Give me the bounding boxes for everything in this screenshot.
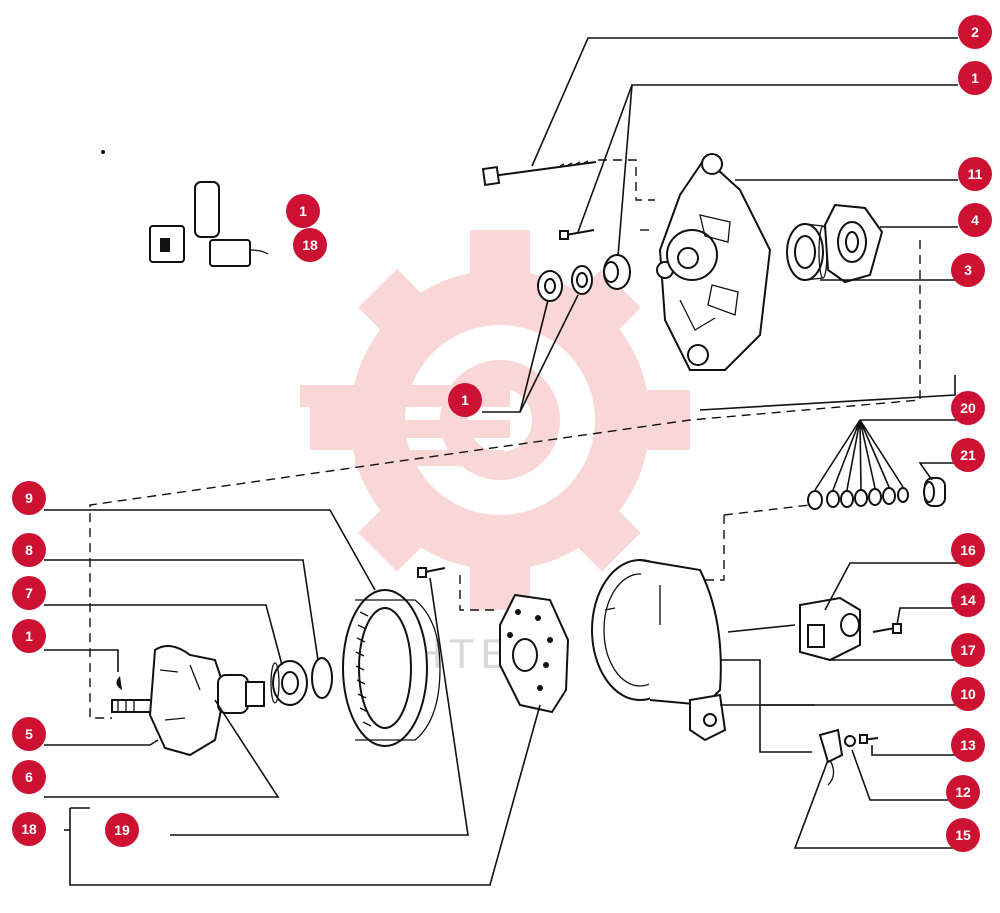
svg-text:9: 9 bbox=[25, 490, 33, 506]
drive-end-housing bbox=[656, 153, 772, 371]
brush-holder-inset bbox=[101, 150, 269, 267]
svg-text:1: 1 bbox=[25, 628, 33, 644]
callout-8: 8 bbox=[12, 533, 46, 567]
svg-text:17: 17 bbox=[960, 642, 976, 658]
svg-text:1: 1 bbox=[971, 70, 979, 86]
callout-7: 7 bbox=[12, 576, 46, 610]
svg-text:12: 12 bbox=[955, 784, 971, 800]
bearing-retainer-plate bbox=[823, 203, 884, 284]
slip-ring-bearing bbox=[270, 660, 308, 706]
capacitor-screw bbox=[859, 734, 879, 744]
svg-text:10: 10 bbox=[960, 686, 976, 702]
svg-text:5: 5 bbox=[25, 726, 33, 742]
callout-1-inset: 1 bbox=[286, 194, 320, 228]
svg-text:18: 18 bbox=[302, 237, 318, 253]
svg-text:18: 18 bbox=[21, 821, 37, 837]
svg-text:13: 13 bbox=[960, 737, 976, 753]
callout-18-inset: 18 bbox=[293, 228, 327, 262]
callout-6: 6 bbox=[12, 760, 46, 794]
callout-1-mid: 1 bbox=[448, 383, 482, 417]
svg-text:3: 3 bbox=[964, 262, 972, 278]
callout-21: 21 bbox=[951, 438, 985, 472]
callout-1-left: 1 bbox=[12, 619, 46, 653]
svg-text:14: 14 bbox=[960, 592, 976, 608]
callout-18-bottom: 18 bbox=[12, 812, 46, 846]
terminal-cap bbox=[923, 477, 946, 507]
svg-text:21: 21 bbox=[960, 447, 976, 463]
callout-16: 16 bbox=[951, 533, 985, 567]
stator bbox=[342, 589, 441, 747]
callout-15: 15 bbox=[946, 818, 980, 852]
callout-19: 19 bbox=[105, 813, 139, 847]
slip-ring-end-housing bbox=[591, 559, 727, 742]
regulator-screw bbox=[872, 623, 902, 634]
spacer-ring bbox=[603, 254, 631, 290]
callout-12: 12 bbox=[946, 775, 980, 809]
svg-text:8: 8 bbox=[25, 542, 33, 558]
svg-text:1: 1 bbox=[461, 392, 469, 408]
capacitor-washer bbox=[844, 735, 856, 747]
svg-text:6: 6 bbox=[25, 769, 33, 785]
callout-10: 10 bbox=[951, 677, 985, 711]
callout-5: 5 bbox=[12, 717, 46, 751]
svg-text:15: 15 bbox=[955, 827, 971, 843]
svg-text:11: 11 bbox=[968, 166, 983, 182]
assembly-lines bbox=[89, 159, 921, 719]
svg-text:4: 4 bbox=[971, 212, 979, 228]
callout-11: 11 bbox=[958, 157, 992, 191]
rectifier-plate bbox=[499, 593, 570, 714]
callout-17: 17 bbox=[951, 633, 985, 667]
gear-logo-watermark bbox=[300, 230, 690, 610]
callout-13: 13 bbox=[951, 728, 985, 762]
pulley-nut bbox=[537, 270, 563, 302]
svg-text:20: 20 bbox=[960, 400, 976, 416]
lock-washer bbox=[571, 265, 593, 295]
drive-end-bearing bbox=[786, 223, 828, 281]
screw-small-top bbox=[559, 229, 595, 240]
voltage-regulator bbox=[799, 596, 861, 662]
stator-screw bbox=[417, 567, 446, 578]
seal-kit bbox=[807, 487, 909, 510]
o-ring bbox=[311, 657, 333, 699]
callout-9: 9 bbox=[12, 481, 46, 515]
callout-3: 3 bbox=[951, 253, 985, 287]
svg-text:16: 16 bbox=[960, 542, 976, 558]
svg-text:19: 19 bbox=[114, 822, 130, 838]
through-bolt bbox=[481, 160, 597, 187]
callout-20: 20 bbox=[951, 391, 985, 425]
callout-14: 14 bbox=[951, 583, 985, 617]
leader-lines bbox=[44, 37, 958, 886]
callout-1-top: 1 bbox=[958, 61, 992, 95]
rotor bbox=[111, 645, 265, 757]
svg-text:1: 1 bbox=[299, 203, 307, 219]
svg-text:7: 7 bbox=[25, 585, 33, 601]
callout-2-top: 2 bbox=[958, 15, 992, 49]
suppression-capacitor bbox=[818, 728, 844, 786]
callout-4: 4 bbox=[958, 203, 992, 237]
svg-text:2: 2 bbox=[971, 24, 979, 40]
